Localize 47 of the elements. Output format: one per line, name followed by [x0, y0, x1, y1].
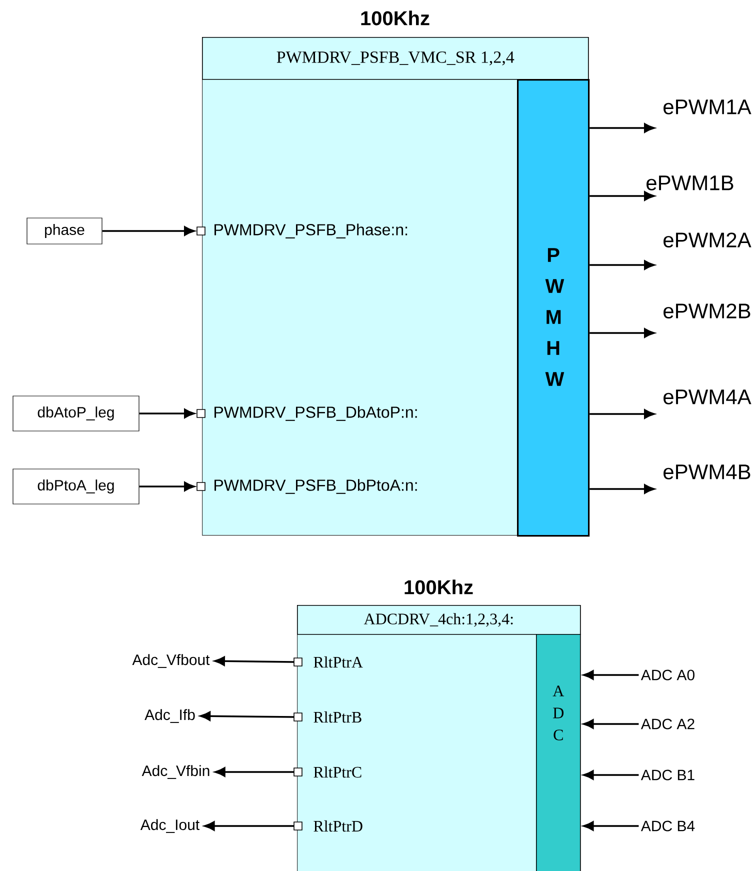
block-header: ADCDRV_4ch:1,2,3,4:	[297, 605, 581, 635]
arrow	[214, 656, 294, 666]
arrow	[590, 191, 655, 201]
signal-label: Adc_Iout	[140, 819, 200, 833]
block-title: 100Khz	[361, 10, 430, 26]
port-label: RltPtrC	[314, 766, 362, 778]
arrow	[590, 409, 655, 419]
arrow	[204, 821, 294, 831]
arrow	[139, 482, 195, 492]
hardware-bar: A D C	[536, 634, 581, 871]
signal-label: ADC B4	[640, 820, 695, 832]
signal-label: Adc_Vfbout	[132, 654, 210, 668]
signal-label: Adc_Ifb	[144, 709, 195, 723]
hardware-bar: P W M H W	[517, 79, 590, 537]
arrow	[200, 711, 294, 721]
port-label: RltPtrB	[314, 711, 362, 723]
port-label: RltPtrD	[314, 820, 362, 832]
signal-label: ePWM2A	[664, 232, 752, 248]
input-box: phase	[26, 218, 102, 244]
signal-label: ePWM4B	[664, 464, 750, 480]
port-label: PWMDRV_PSFB_Phase:n:	[214, 224, 408, 238]
signal-label: ePWM1A	[664, 100, 752, 114]
signal-label: ADC A2	[640, 718, 694, 730]
input-box: dbAtoP_leg	[12, 396, 140, 432]
port-label: PWMDRV_PSFB_DbAtoP:n:	[214, 406, 417, 421]
arrow	[583, 821, 639, 831]
block-title: 100Khz	[404, 580, 473, 594]
port-label: RltPtrA	[314, 656, 363, 668]
arrow	[139, 408, 195, 418]
arrow	[590, 260, 655, 270]
block-header: PWMDRV_PSFB_VMC_SR 1,2,4	[202, 37, 589, 80]
signal-label: ADC A0	[640, 670, 694, 680]
signal-label: ePWM4A	[664, 390, 752, 404]
arrow	[102, 226, 195, 236]
signal-label: Adc_Vfbin	[142, 765, 210, 779]
input-box: dbPtoA_leg	[12, 468, 140, 504]
signal-label: ADC B1	[640, 770, 694, 780]
port-label: PWMDRV_PSFB_DbPtoA:n:	[214, 479, 417, 494]
arrow	[590, 484, 655, 494]
arrow	[590, 328, 655, 338]
arrow	[214, 767, 294, 777]
arrow	[590, 123, 655, 133]
arrow	[583, 719, 639, 729]
signal-label: ePWM1B	[646, 176, 734, 190]
arrow	[583, 770, 639, 780]
signal-label: ePWM2B	[664, 304, 750, 318]
arrow	[583, 670, 639, 680]
